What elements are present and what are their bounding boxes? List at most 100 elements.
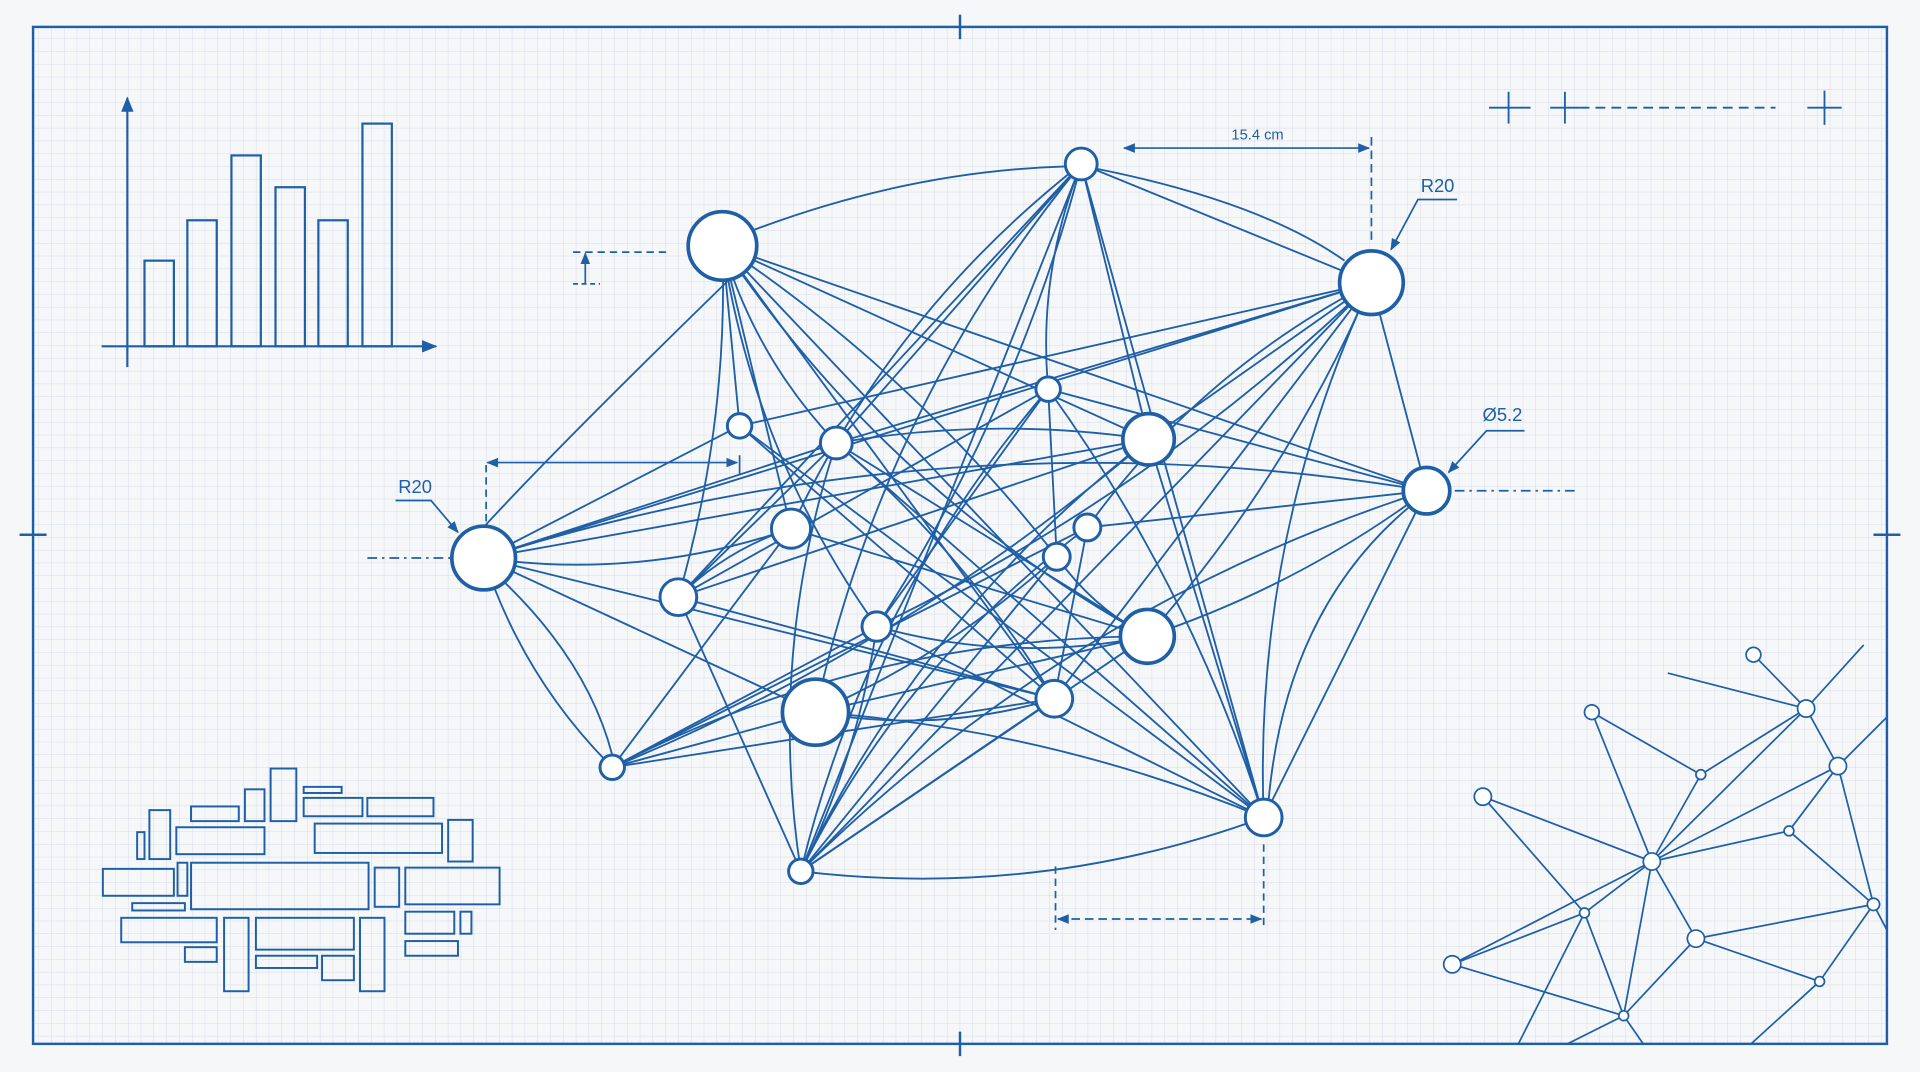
network-node (1034, 678, 1075, 719)
grid-paper (33, 26, 1887, 1044)
network-edge (722, 245, 1149, 441)
network-edge (876, 625, 1265, 819)
block-rect (404, 940, 459, 957)
secondary-node (1783, 825, 1795, 837)
secondary-edge (1695, 903, 1874, 940)
network-edge (1053, 282, 1373, 700)
block-rect (175, 826, 266, 856)
secondary-edge (1566, 1014, 1625, 1045)
network-edge-arc (1096, 167, 1346, 262)
network-edge (799, 163, 1083, 872)
secondary-edge (1695, 937, 1820, 983)
network-node (818, 425, 854, 461)
network-node (1063, 146, 1099, 182)
network-edge (1087, 489, 1427, 529)
secondary-node (1578, 907, 1591, 919)
block-rect (321, 954, 355, 982)
block-rect (302, 785, 343, 794)
radius-label-right: R20 (1421, 175, 1455, 196)
secondary-edge (1651, 830, 1790, 863)
network-node (450, 524, 518, 592)
network-edge (815, 635, 1148, 714)
secondary-edge (1667, 672, 1807, 710)
chart-bar (230, 154, 262, 348)
block-rect (359, 916, 386, 993)
secondary-edge (1622, 861, 1653, 1016)
dimension-label-distance: 15.4 cm (1231, 128, 1283, 144)
network-edge (483, 461, 1427, 559)
block-rect (101, 867, 175, 897)
network-node (1118, 607, 1177, 666)
secondary-node (1686, 929, 1706, 949)
secondary-edge (1788, 765, 1839, 832)
network-edge (483, 557, 816, 714)
block-rect (366, 796, 435, 818)
network-edge (677, 245, 725, 598)
secondary-edge (1805, 708, 1839, 767)
network-node (1243, 797, 1284, 838)
block-layout-sketch (101, 767, 501, 993)
block-rect (223, 916, 250, 993)
network-edge (678, 438, 1149, 599)
network-edge (800, 282, 1373, 872)
network-edges (468, 163, 1428, 880)
secondary-edge (1451, 963, 1624, 1017)
network-edge (876, 625, 1148, 649)
network-edge (835, 442, 1056, 700)
secondary-edge (1451, 912, 1585, 966)
network-edge (815, 556, 1058, 714)
block-rect (176, 861, 189, 897)
network-edge (1045, 163, 1083, 390)
network-edge (483, 557, 1055, 700)
network-edge (800, 489, 1427, 872)
network-node (1041, 541, 1072, 572)
secondary-edge (1818, 903, 1875, 982)
block-rect (131, 902, 186, 912)
secondary-edge (1805, 644, 1865, 710)
dimension-lines (367, 137, 1580, 931)
network-edge-arc (1267, 507, 1409, 801)
network-edge (721, 245, 1265, 819)
block-rect (254, 916, 355, 951)
block-rect (404, 866, 501, 906)
crosshair-markers (1488, 90, 1842, 125)
network-node (658, 577, 699, 618)
network-edge (678, 596, 1055, 700)
network-node (769, 507, 813, 550)
block-rect (459, 910, 473, 935)
network-edge (799, 626, 878, 872)
block-rect (183, 946, 218, 963)
secondary-edge (1517, 912, 1586, 1045)
secondary-edge (1591, 711, 1653, 862)
block-rect (136, 831, 146, 861)
secondary-edge (1752, 654, 1807, 710)
block-rect (190, 861, 370, 911)
block-rect (269, 767, 298, 823)
diameter-label: Ø5.2 (1483, 404, 1523, 425)
secondary-edge (1837, 716, 1888, 767)
network-node (1337, 249, 1406, 317)
network-edge (483, 425, 741, 559)
network-edge (836, 281, 1372, 444)
network-edge (1047, 389, 1058, 557)
network-edge (483, 281, 1372, 559)
network-edge (611, 635, 1148, 769)
secondary-edge (1750, 980, 1821, 1045)
network-node (1401, 465, 1452, 516)
network-edge (1147, 439, 1265, 818)
network-node (1072, 512, 1103, 543)
secondary-edge (1451, 860, 1653, 966)
network-edge (1047, 388, 1427, 492)
registration-ticks (19, 14, 1901, 1057)
block-rect (404, 910, 456, 935)
block-rect (148, 809, 172, 861)
chart-bar (274, 186, 306, 348)
bar-chart-sketch (101, 96, 438, 368)
network-edge (875, 388, 1049, 628)
secondary-node (1617, 1009, 1630, 1022)
secondary-node (1442, 954, 1462, 974)
network-edge (1080, 163, 1150, 440)
network-edge (677, 596, 802, 872)
chart-bar (186, 219, 218, 348)
